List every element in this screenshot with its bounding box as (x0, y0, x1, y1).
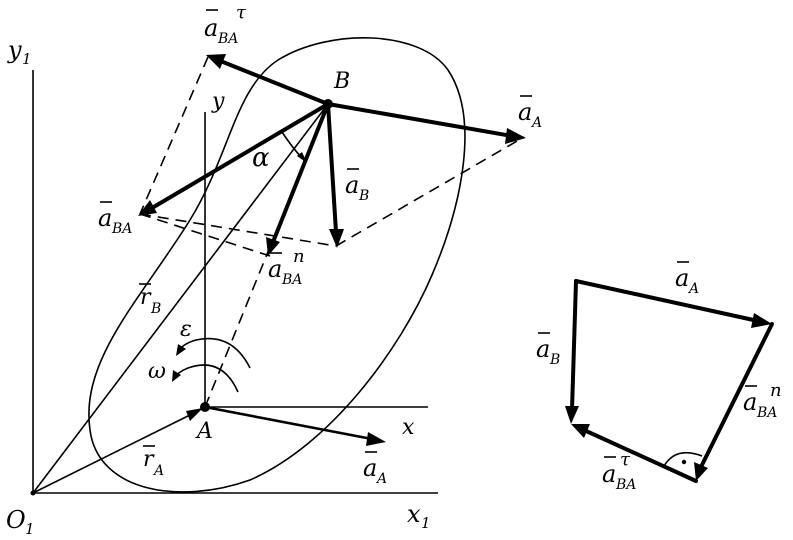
vector-a-a-top (326, 102, 514, 138)
vector-bars (100, 9, 757, 458)
vector-r-a-head (186, 408, 203, 421)
label-poly-a-ba-n-sup: n (770, 380, 782, 401)
epsilon-arrowhead (176, 344, 186, 356)
vector-r-a (32, 409, 201, 494)
poly-right-angle-arc (663, 451, 703, 467)
vector-a-ba-n-head (266, 237, 280, 256)
label-a-ba-tau-sup: τ (236, 2, 247, 23)
label-x1-sub: 1 (421, 514, 431, 532)
label-r-a: r (143, 447, 155, 472)
point-o1-dot (30, 490, 36, 496)
vector-a-a-bottom (203, 405, 374, 441)
dash-ba-to-n (139, 213, 271, 257)
label-a-ba-n: a (268, 255, 282, 283)
angle-alpha-arrowhead (297, 152, 307, 163)
vector-a-ba (150, 102, 330, 210)
label-poly-a-ba-tau-sup: τ (620, 449, 631, 470)
label-y1: y (7, 36, 22, 64)
label-y: y (211, 89, 225, 114)
poly-side-a-ba-tau-head (571, 424, 590, 438)
label-poly-a-ba-tau-sub: BA (615, 477, 636, 493)
label-point-a: A (195, 419, 213, 444)
label-omega: ω (148, 359, 166, 384)
label-point-b: B (333, 69, 350, 94)
omega-arrowhead (172, 370, 181, 382)
label-y1-sub: 1 (22, 50, 32, 68)
label-r-b-sub: B (150, 301, 161, 317)
label-a-a-bottom-sub: A (375, 471, 387, 487)
label-r-a-sub: A (152, 463, 164, 479)
label-a-ba-tau: a (204, 14, 218, 42)
poly-side-a-b-head (565, 406, 579, 424)
label-a-ba-n-sub: BA (281, 272, 302, 288)
vector-a-ba-tau (216, 58, 330, 106)
poly-side-a-b (570, 279, 578, 412)
label-a-ba-n-sup: n (293, 246, 305, 267)
rigid-body-outline (88, 37, 466, 493)
label-x1: x (407, 500, 421, 528)
poly-side-a-a-head (751, 313, 772, 328)
epsilon-arc (177, 337, 251, 369)
poly-side-a-ba-n (698, 322, 774, 471)
label-poly-a-ba-tau: a (602, 460, 616, 488)
poly-side-a-ba-tau (582, 428, 698, 483)
label-poly-a-a-sub: A (687, 281, 699, 297)
label-alpha: α (252, 143, 270, 173)
point-b-dot (323, 99, 333, 109)
label-a-a-bottom: a (363, 454, 377, 482)
label-x: x (402, 415, 415, 440)
label-poly-a-a: a (675, 264, 689, 292)
poly-right-angle-dot (681, 459, 687, 465)
vector-a-ba-head (138, 200, 157, 216)
vector-r-b (32, 103, 329, 494)
label-a-ba-tau-sub: BA (217, 31, 238, 47)
label-o1-sub: 1 (25, 520, 35, 538)
point-a-dot (200, 402, 210, 412)
label-poly-a-ba-n: a (743, 388, 757, 416)
label-poly-a-b-sub: B (549, 352, 560, 368)
label-poly-a-ba-n-sub: BA (756, 405, 777, 421)
label-o1: O (6, 506, 26, 534)
poly-side-a-ba-n-head (694, 462, 708, 481)
vector-a-a-top-head (505, 128, 526, 144)
label-a-ba-sub: BA (111, 221, 132, 237)
label-a-a-top: a (518, 98, 532, 126)
omega-arc (173, 364, 239, 393)
label-epsilon: ε (180, 317, 192, 342)
label-poly-a-b: a (536, 335, 550, 363)
label-a-ba: a (98, 204, 112, 232)
vector-a-b-head (329, 229, 344, 248)
vector-a-a-bottom-head (366, 432, 386, 446)
label-a-a-top-sub: A (530, 115, 542, 131)
poly-side-a-a (574, 279, 760, 323)
vector-a-ba-tau-head (206, 54, 226, 69)
vector-a-b (326, 102, 338, 234)
dash-ab-to-aa (335, 136, 525, 247)
dash-ba-to-ab (139, 213, 337, 247)
dash-tau-parallel (139, 56, 209, 215)
label-r-b: r (140, 285, 152, 310)
label-a-b: a (345, 171, 359, 199)
label-a-b-sub: B (358, 188, 369, 204)
vector-a-ba-n (271, 102, 330, 244)
